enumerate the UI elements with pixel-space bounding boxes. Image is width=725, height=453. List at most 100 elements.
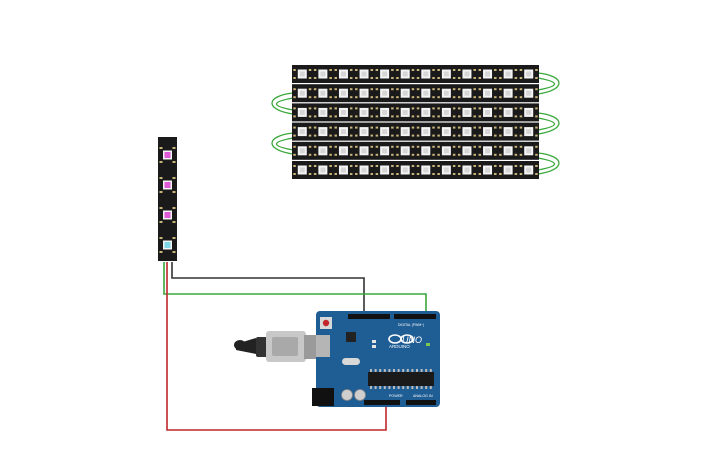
matrix-strip[interactable] [292, 84, 539, 103]
solder-pad [329, 88, 332, 91]
matrix-strip[interactable] [292, 161, 539, 179]
solder-pad [411, 96, 415, 99]
solder-pad [349, 145, 353, 148]
solder-pad [519, 134, 523, 137]
matrix-led-die [361, 167, 367, 173]
solder-pad [457, 77, 461, 79]
matrix-led-die [423, 109, 429, 115]
matrix-led-die [299, 167, 305, 173]
solder-pad [478, 88, 482, 91]
solder-pad [473, 165, 476, 167]
solder-pad [334, 96, 337, 99]
solder-pad [519, 165, 523, 167]
solder-pad [334, 134, 337, 137]
chip-pin [429, 369, 432, 372]
solder-pad [519, 126, 523, 129]
solder-pad [432, 115, 435, 118]
matrix-led-die [340, 109, 346, 115]
matrix-led-die [443, 109, 449, 115]
solder-pad [355, 153, 358, 156]
atmega-chip [368, 372, 434, 386]
solder-pad [349, 165, 353, 167]
usb-cable[interactable] [234, 331, 320, 362]
solder-pad [499, 165, 502, 167]
matrix-led-die [526, 148, 532, 154]
solder-pad [308, 153, 312, 156]
matrix-led-die [382, 71, 388, 77]
solder-pad [334, 77, 337, 79]
solder-pad [535, 69, 538, 71]
solder-pad [370, 153, 374, 156]
solder-pad [514, 115, 518, 118]
solder-pad [172, 237, 176, 239]
solder-pad [437, 173, 440, 175]
solder-pad [293, 88, 296, 91]
solder-pad [308, 88, 312, 91]
chip-pin [411, 386, 414, 389]
solder-pad [478, 134, 482, 137]
matrix-led-die [361, 148, 367, 154]
solder-pad [452, 145, 456, 148]
matrix-led-die [505, 148, 511, 154]
matrix-led-die [526, 129, 532, 135]
capacitor [354, 389, 366, 401]
solder-pad [473, 107, 476, 110]
matrix-strip[interactable] [292, 122, 539, 141]
solder-pad [535, 145, 538, 148]
matrix-strip[interactable] [292, 103, 539, 122]
solder-pad [535, 126, 538, 129]
solder-pad [535, 88, 538, 91]
solder-pad [416, 88, 420, 91]
solder-pad [334, 69, 337, 71]
solder-pad [308, 126, 312, 129]
solder-pad [432, 173, 435, 175]
matrix-led-die [299, 148, 305, 154]
solder-pad [452, 96, 456, 99]
chain-wire [275, 137, 294, 151]
data-wire[interactable] [163, 262, 427, 314]
matrix-strip[interactable] [292, 141, 539, 160]
matrix-led-die [464, 167, 470, 173]
matrix-led-die [340, 148, 346, 154]
solder-pad [396, 69, 399, 71]
matrix-led-die [382, 109, 388, 115]
solder-pad [329, 173, 332, 175]
matrix-strip-body [292, 103, 539, 122]
solder-pad [313, 145, 317, 148]
solder-pad [355, 77, 358, 79]
matrix-strip[interactable] [292, 65, 539, 83]
matrix-led-die [464, 90, 470, 96]
vertical-led-strip[interactable] [158, 137, 177, 261]
solder-pad [293, 165, 296, 167]
solder-pad [411, 107, 415, 110]
solder-pad [535, 77, 538, 79]
chip-pin [370, 369, 372, 372]
solder-pad [514, 153, 518, 156]
solder-pad [514, 145, 518, 148]
led-matrix[interactable] [292, 65, 539, 179]
chip-pin [402, 386, 405, 389]
power-wire[interactable] [166, 262, 387, 431]
solder-pad [355, 145, 358, 148]
solder-pad [473, 96, 476, 99]
solder-pad [370, 88, 374, 91]
chip-pin [411, 369, 414, 372]
arduino-uno-board[interactable]: ARDUINO UNO DIGITAL (PWM~) POWER ANALOG … [312, 311, 440, 407]
solder-pad [494, 126, 497, 129]
matrix-led-die [505, 129, 511, 135]
chip-pin [383, 386, 386, 389]
solder-pad [329, 107, 332, 110]
solder-pad [172, 191, 176, 193]
solder-pad [313, 107, 317, 110]
ground-wire[interactable] [171, 262, 365, 314]
chip-pin [425, 369, 428, 372]
solder-pad [375, 96, 379, 99]
crystal [342, 358, 360, 365]
solder-pad [396, 88, 399, 91]
matrix-led-die [361, 90, 367, 96]
matrix-led-die [340, 167, 346, 173]
chain-wire [537, 117, 556, 131]
solder-pad [313, 165, 317, 167]
solder-pad [432, 77, 435, 79]
solder-pad [494, 77, 497, 79]
